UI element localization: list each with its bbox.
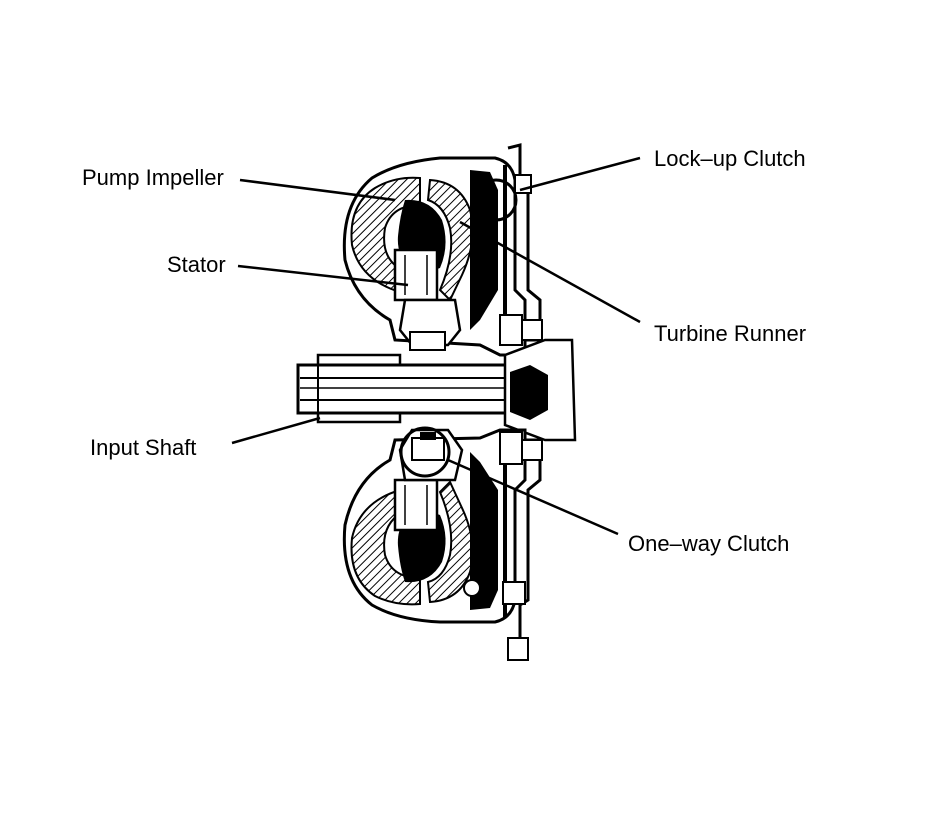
front-cover-lower bbox=[470, 452, 498, 610]
label-lockup-clutch: Lock–up Clutch bbox=[654, 146, 806, 171]
bolt-lower-mid bbox=[499, 431, 523, 465]
input-shaft-assembly bbox=[296, 338, 577, 442]
converter-lower-half bbox=[342, 426, 543, 661]
leader-turbine-runner bbox=[459, 220, 641, 324]
turbine-runner-shell-lower bbox=[426, 480, 474, 604]
pump-impeller-shell-lower bbox=[350, 488, 421, 606]
bolt-upper-mid bbox=[499, 314, 523, 346]
stator-block-upper bbox=[393, 248, 439, 302]
label-input-shaft: Input Shaft bbox=[90, 435, 196, 460]
input-shaft-body bbox=[296, 363, 510, 415]
label-stator: Stator bbox=[167, 252, 226, 277]
label-pump-impeller: Pump Impeller bbox=[82, 165, 224, 190]
leader-oneway-clutch bbox=[447, 458, 619, 536]
bolt-lower bbox=[502, 581, 526, 605]
turbine-runner-shell bbox=[426, 178, 474, 302]
leader-stator bbox=[237, 264, 409, 287]
leader-pump-impeller bbox=[239, 178, 396, 202]
bolt-bottom bbox=[507, 637, 529, 661]
converter-upper-half bbox=[342, 143, 543, 357]
label-oneway-clutch: One–way Clutch bbox=[628, 531, 789, 556]
oneway-clutch-rollers bbox=[411, 437, 445, 461]
lockup-clutch-circle bbox=[474, 178, 518, 222]
label-turbine-runner: Turbine Runner bbox=[654, 321, 806, 346]
leader-lines bbox=[231, 156, 641, 536]
oneway-clutch-circle bbox=[399, 426, 451, 478]
leader-lockup-clutch bbox=[519, 156, 641, 192]
leader-input-shaft bbox=[231, 416, 321, 445]
stator-block-lower bbox=[393, 478, 439, 532]
pump-impeller-shell bbox=[350, 176, 421, 294]
